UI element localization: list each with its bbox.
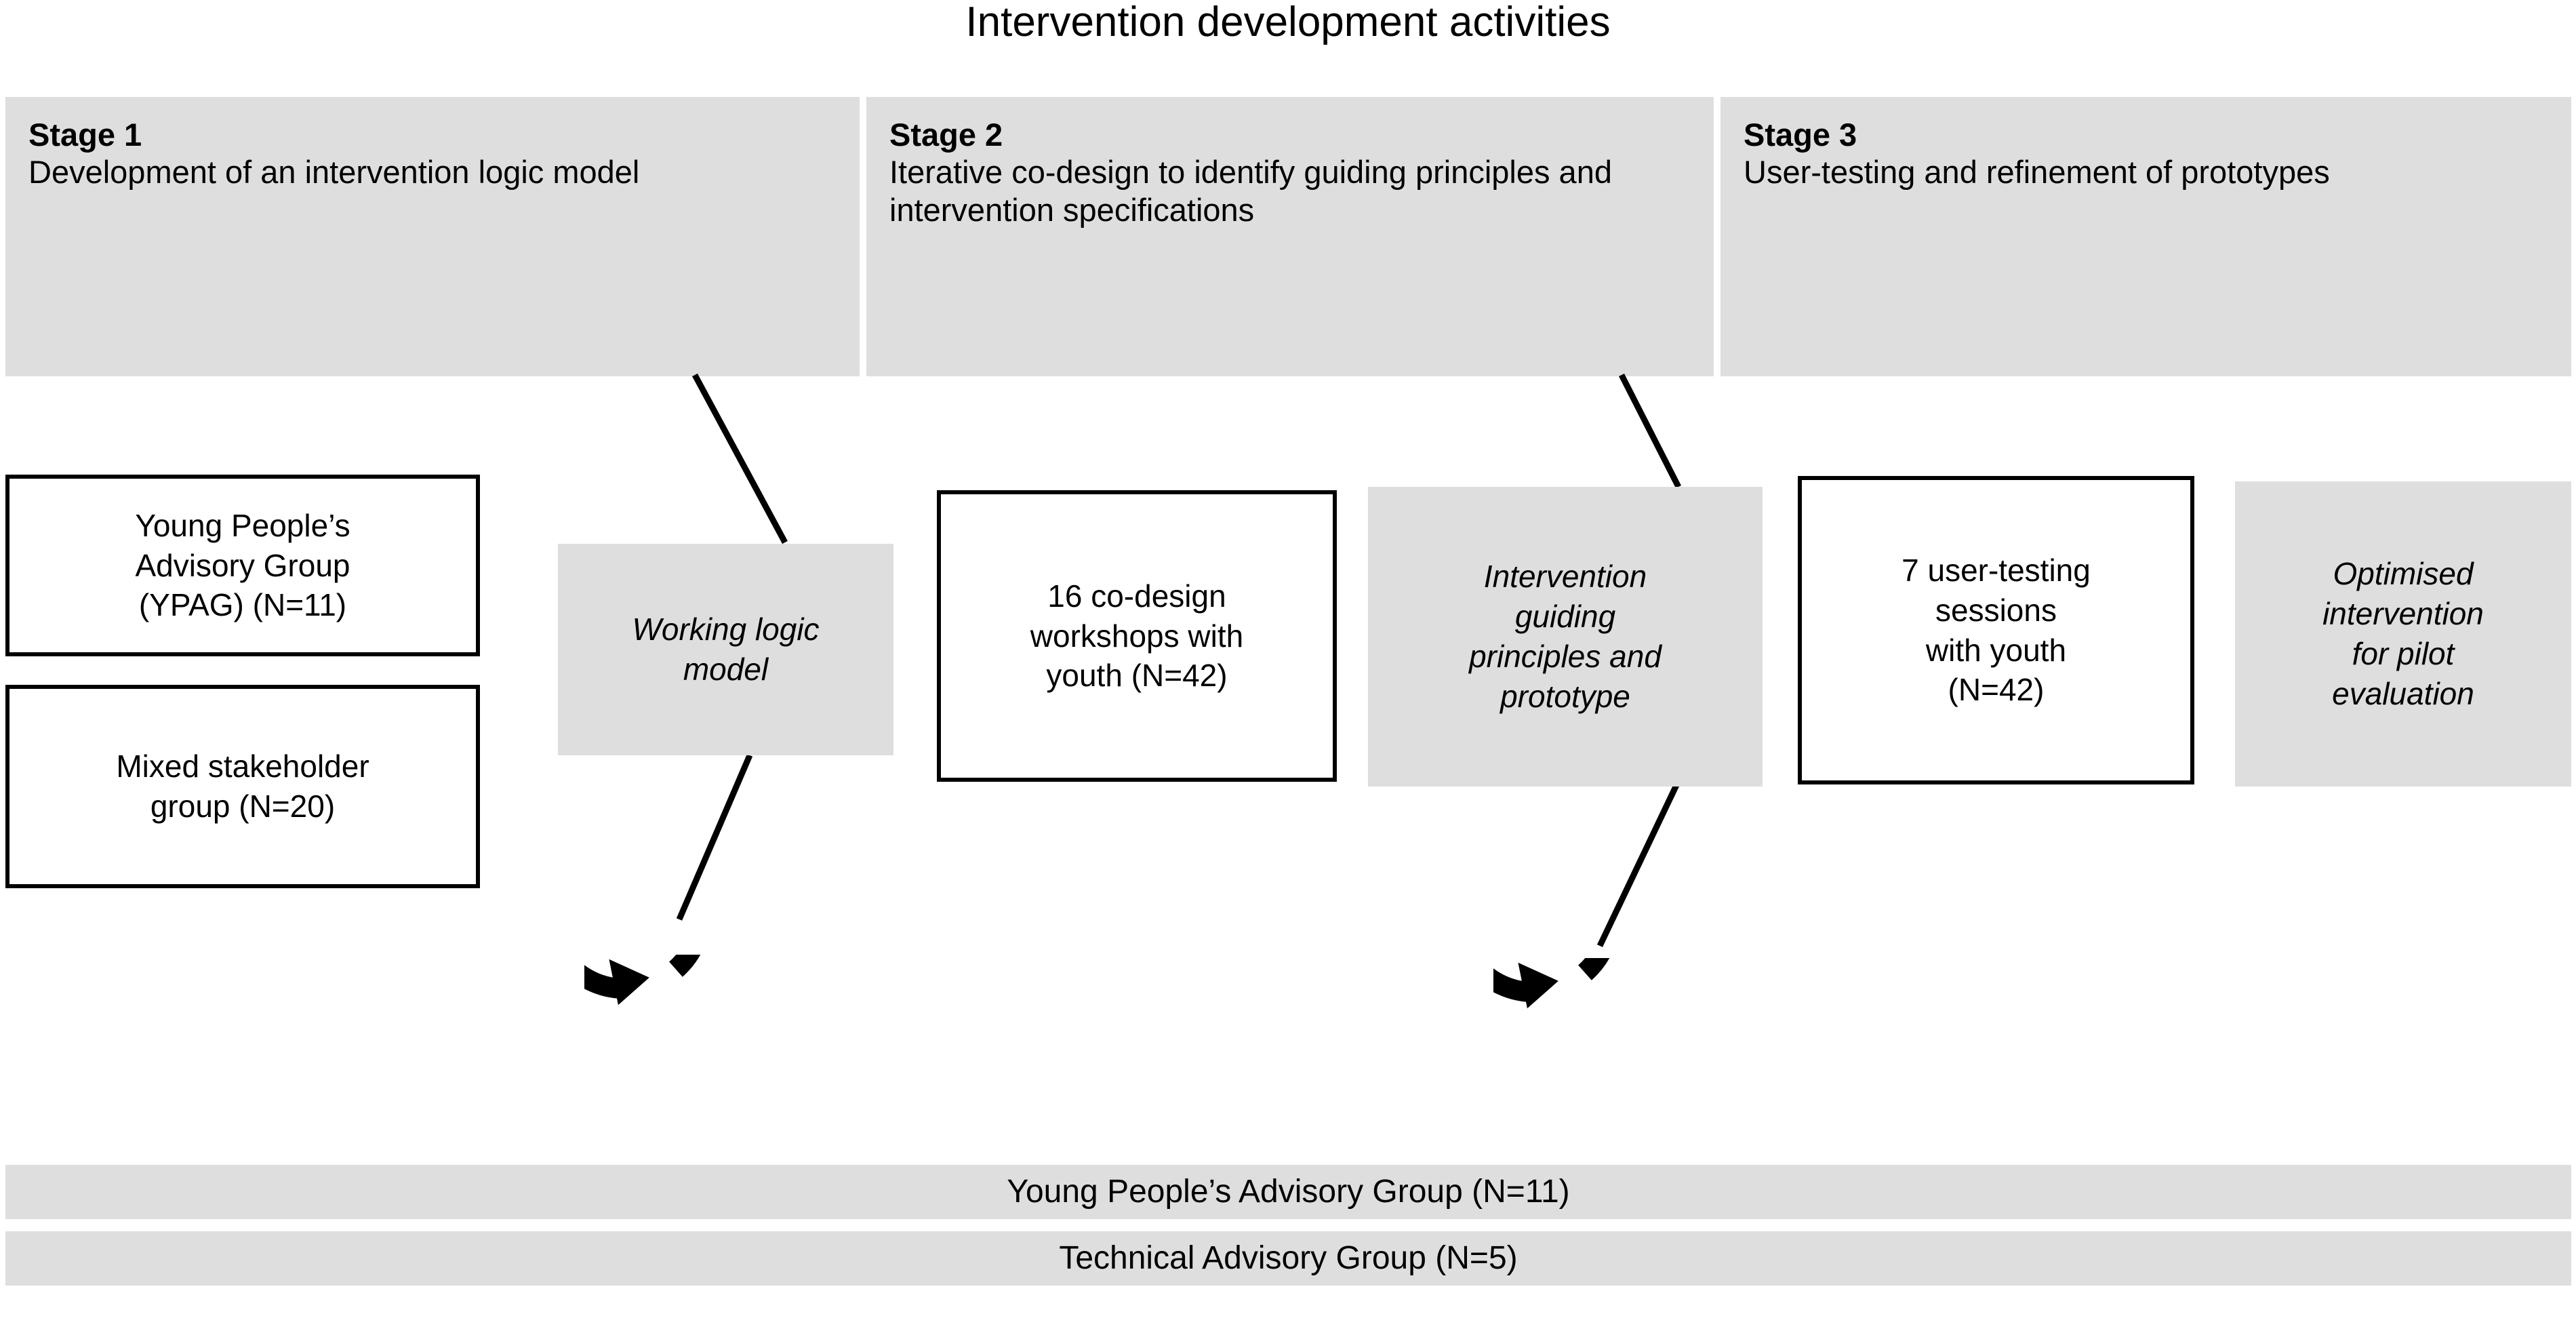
stage-1-title: Stage 1 [28,117,142,153]
iteration-loop-icon-right [1493,958,1610,1009]
mixed-stakeholder-box: Mixed stakeholder group (N=20) [5,685,480,888]
stage-1-description: Development of an intervention logic mod… [28,154,640,191]
technical-advisory-bar: Technical Advisory Group (N=5) [5,1231,2571,1286]
page-title: Intervention development activities [965,0,1611,45]
stage-header-3: Stage 3 User-testing and refinement of p… [1720,97,2571,376]
co-design-workshops-box: 16 co-design workshops with youth (N=42) [937,490,1337,782]
stage-3-description: User-testing and refinement of prototype… [1744,154,2330,191]
mixed-stakeholder-box-label: Mixed stakeholder group (N=20) [116,749,369,824]
connector-stage2-to-prototype [1618,373,1682,489]
connector-prototype-to-loop-right [1596,784,1680,947]
stage-header-2: Stage 2 Iterative co-design to identify … [866,97,1714,376]
technical-advisory-bar-label: Technical Advisory Group (N=5) [1059,1239,1518,1276]
stage-2-title: Stage 2 [889,117,1003,153]
user-testing-sessions-box-label: 7 user-testing sessions with youth (N=42… [1901,552,2091,708]
working-logic-model-box-label: Working logic model [632,612,820,687]
iteration-loop-icon-left [584,955,701,1006]
user-testing-sessions-box: 7 user-testing sessions with youth (N=42… [1798,476,2194,784]
working-logic-model-box: Working logic model [558,544,893,755]
optimised-intervention-box: Optimised intervention for pilot evaluat… [2235,481,2571,787]
ypag-box-label: Young People’s Advisory Group (YPAG) (N=… [135,507,350,623]
stage-3-title: Stage 3 [1744,117,1857,153]
ypag-box: Young People’s Advisory Group (YPAG) (N=… [5,475,480,656]
stage-2-description: Iterative co-design to identify guiding … [889,154,1612,228]
ypag-advisory-bar-label: Young People’s Advisory Group (N=11) [1007,1173,1570,1210]
guiding-principles-prototype-box-label: Intervention guiding principles and prot… [1469,559,1662,714]
co-design-workshops-box-label: 16 co-design workshops with youth (N=42) [1030,578,1244,694]
connector-stage1-to-logic-model [692,373,788,544]
optimised-intervention-box-label: Optimised intervention for pilot evaluat… [2322,556,2484,711]
stage-header-1: Stage 1 Development of an intervention l… [5,97,860,376]
guiding-principles-prototype-box: Intervention guiding principles and prot… [1368,487,1763,787]
connector-logic-model-to-loop-left [676,754,753,921]
ypag-advisory-bar: Young People’s Advisory Group (N=11) [5,1165,2571,1219]
